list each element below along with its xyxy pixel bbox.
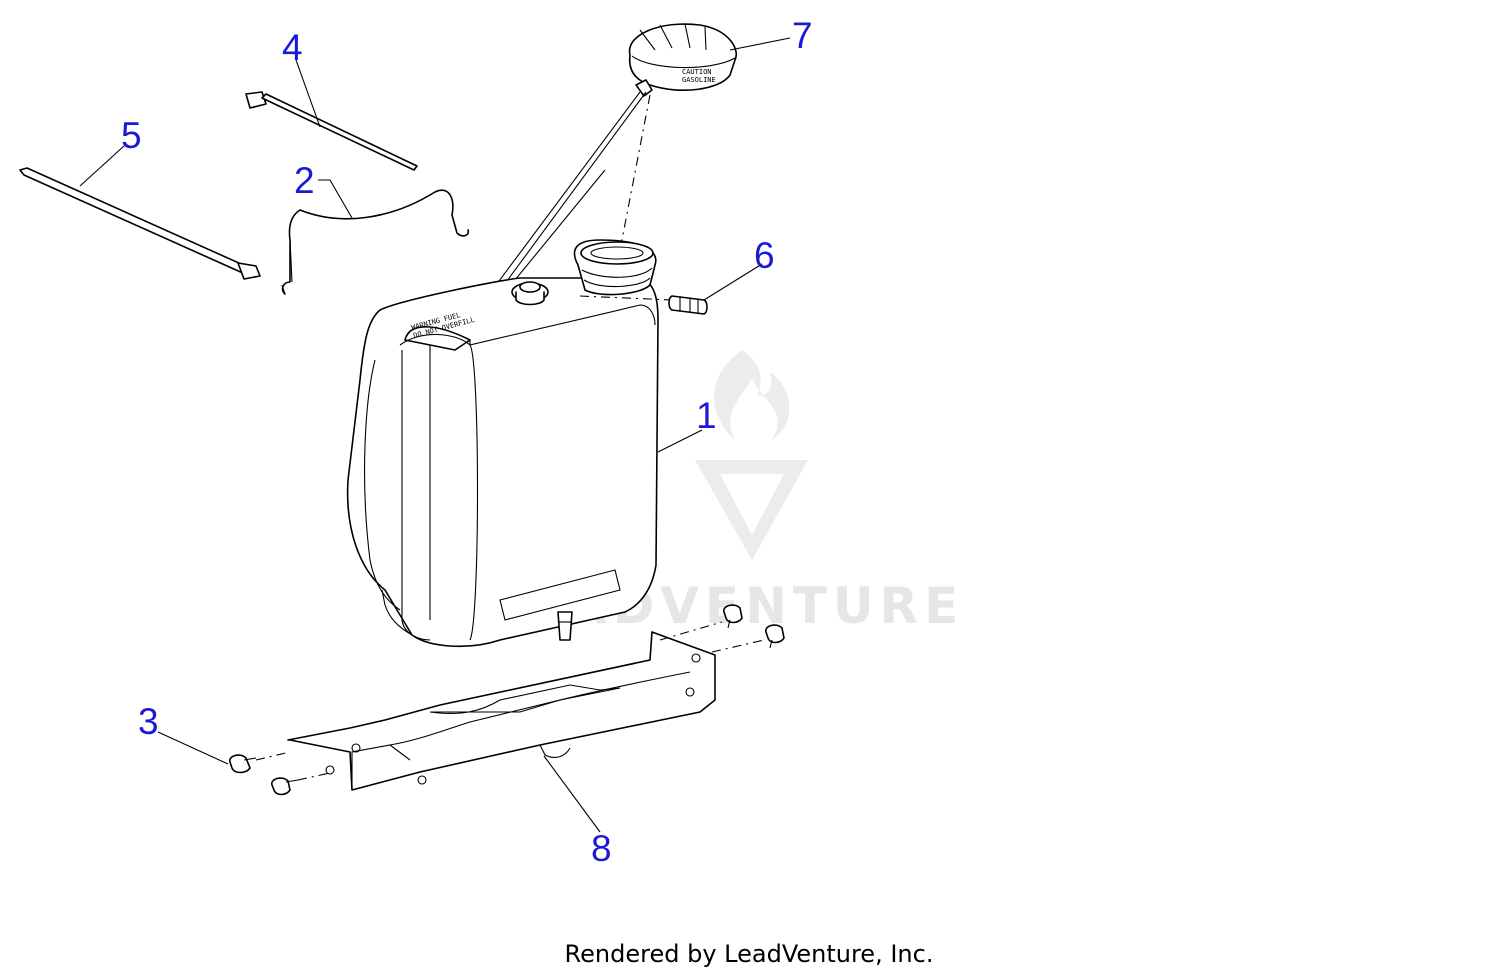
callout-3: 3 [138, 701, 159, 742]
footer-credit: Rendered by LeadVenture, Inc. [565, 940, 934, 968]
bolt [229, 754, 257, 774]
watermark-v-icon [695, 460, 808, 560]
callout-6: 6 [754, 235, 775, 276]
fuel-tank: WARNING FUEL DO NOT OVERFILL [346, 239, 673, 648]
leader-7 [729, 37, 791, 51]
bolts [229, 604, 785, 796]
callout-8: 8 [591, 828, 612, 869]
callout-5: 5 [121, 115, 142, 156]
mounting-bracket [287, 631, 716, 791]
callout-4: 4 [282, 27, 303, 68]
leader-6 [703, 263, 763, 301]
callout-7: 7 [792, 15, 813, 56]
leader-2 [318, 179, 353, 219]
leader-3 [157, 731, 229, 765]
bolt [765, 624, 785, 649]
bolt [723, 604, 743, 629]
watermark-flame-icon [714, 350, 790, 440]
leader-4 [295, 59, 321, 128]
leader-8 [543, 755, 601, 833]
svg-text:GASOLINE: GASOLINE [682, 76, 716, 84]
wire-bracket [281, 189, 470, 295]
callouts: 1 2 3 4 5 6 7 8 [121, 15, 813, 869]
fuel-hose-valve [668, 295, 708, 315]
cable-tie-short [245, 91, 418, 171]
fuel-cap: CAUTION GASOLINE [454, 23, 737, 343]
cable-tie-long [19, 167, 261, 280]
leader-1 [657, 429, 703, 453]
leader-lines [79, 37, 791, 833]
leader-5 [79, 145, 125, 187]
svg-text:CAUTION: CAUTION [682, 68, 712, 76]
bolt [271, 777, 299, 796]
callout-1: 1 [696, 395, 717, 436]
callout-2: 2 [294, 160, 315, 201]
